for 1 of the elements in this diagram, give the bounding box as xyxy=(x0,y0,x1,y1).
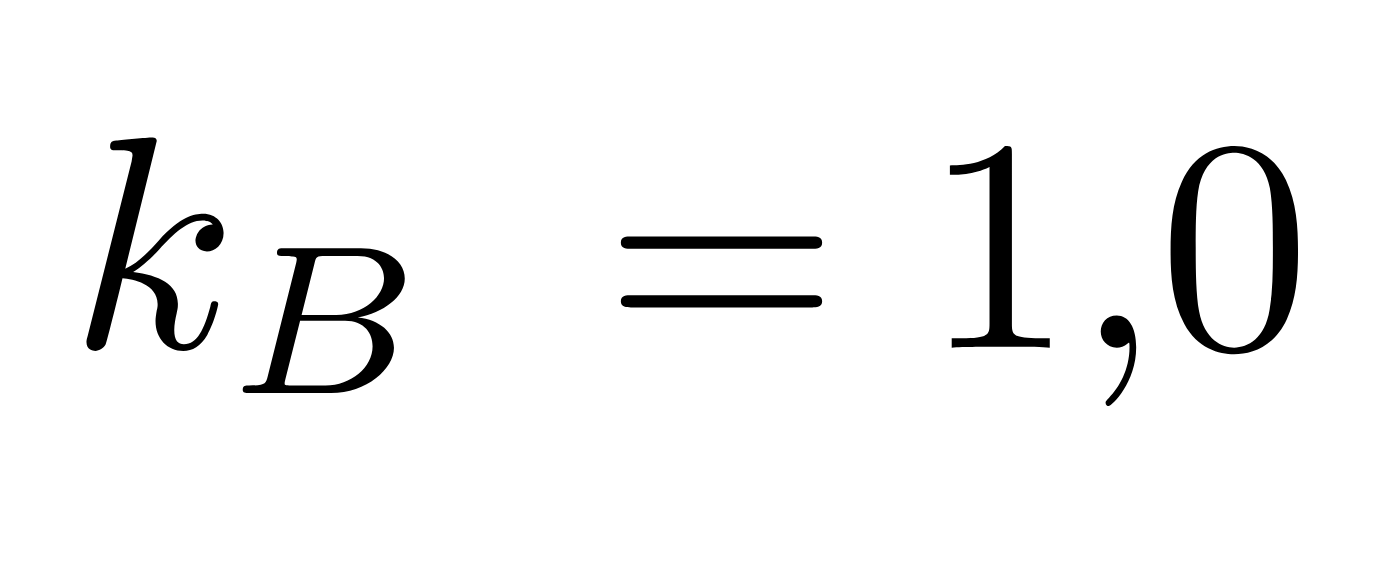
formula: $k_{B} \;=1{,}0$ xyxy=(86,137,1299,407)
